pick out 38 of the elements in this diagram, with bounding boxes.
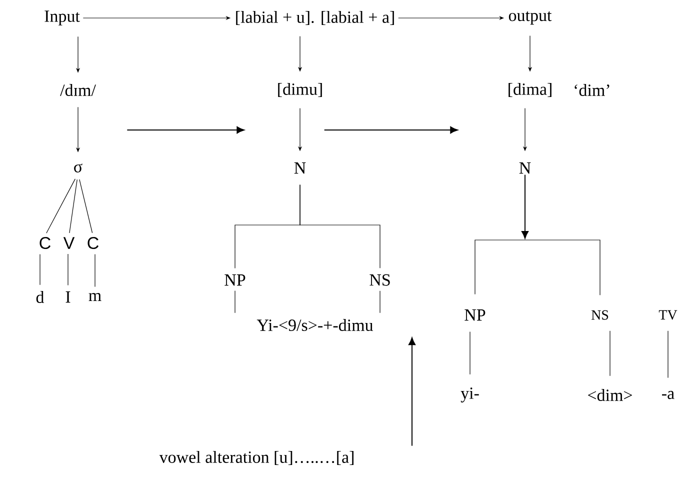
category-label: N xyxy=(294,162,306,174)
category-label: TV xyxy=(658,310,678,320)
feature-label: [labial + u]. [labial + a] xyxy=(236,10,394,26)
tree-branch xyxy=(524,240,600,296)
transcription: [dima] xyxy=(508,82,552,98)
segment-label: V xyxy=(63,237,75,249)
morpheme-label: -a xyxy=(662,390,674,400)
transcription: [dimu] xyxy=(278,82,322,98)
segment-label: d xyxy=(36,291,44,303)
transcription: /dɪm/ xyxy=(60,84,96,96)
tree-branch xyxy=(300,184,380,268)
association-line xyxy=(79,179,93,234)
morpheme-label: yi- xyxy=(460,388,479,402)
segment-label: C xyxy=(88,236,98,250)
arrow xyxy=(521,174,529,239)
input-label: Input xyxy=(44,10,80,26)
arrow xyxy=(126,126,244,134)
morpheme-string: Yi-<9/s>-+-dimu xyxy=(256,319,374,331)
association-line xyxy=(94,254,96,288)
morpheme-label: <dim> xyxy=(588,389,632,401)
segment-label: I xyxy=(66,291,70,303)
association-line xyxy=(234,290,236,314)
category-label: NP xyxy=(224,274,246,286)
arrow xyxy=(408,337,416,446)
arrow xyxy=(324,126,458,134)
gloss-text: ‘dim’ xyxy=(574,84,610,96)
category-label: NS xyxy=(591,310,608,320)
segment-label: C xyxy=(40,236,50,250)
segment-label: m xyxy=(88,293,102,301)
tree-branch xyxy=(474,240,526,295)
category-label: NS xyxy=(370,274,390,286)
association-line xyxy=(69,179,78,234)
syllable-symbol: σ xyxy=(74,164,82,172)
annotation-text: vowel alteration [u]…..…[a] xyxy=(159,450,354,466)
association-line xyxy=(46,178,76,234)
category-label: N xyxy=(519,162,531,174)
category-label: NP xyxy=(464,309,486,321)
output-label: output xyxy=(508,11,552,25)
